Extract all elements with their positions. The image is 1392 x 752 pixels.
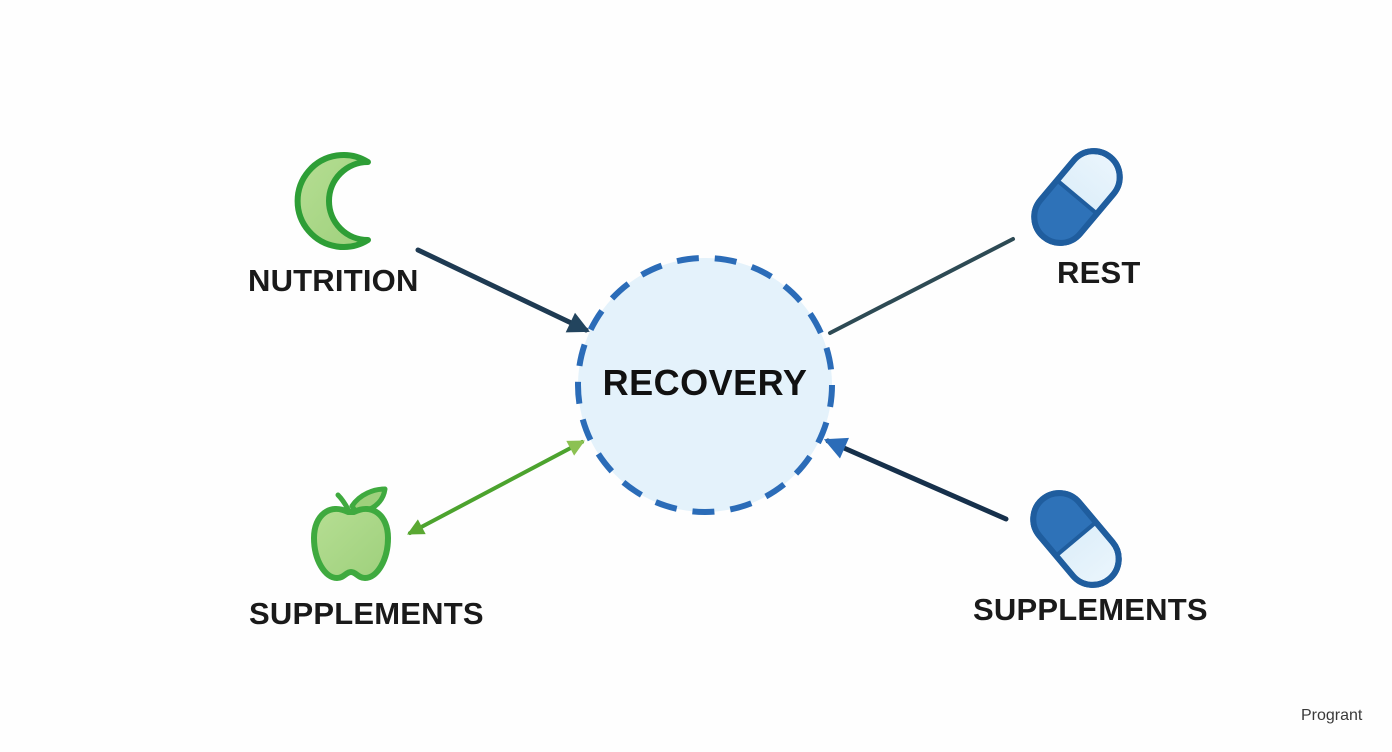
recovery-label: RECOVERY xyxy=(602,362,808,403)
pill-capsule-icon-supplements xyxy=(1030,490,1122,588)
node-label-rest: REST xyxy=(1057,255,1141,290)
node-label-nutrition: NUTRITION xyxy=(248,263,419,298)
connector-supplements-right-to-recovery xyxy=(823,437,1009,522)
connector-nutrition-to-recovery xyxy=(415,247,590,333)
recovery-circle xyxy=(575,255,835,515)
crescent-moon-icon xyxy=(294,152,371,250)
node-label-supplements-right: SUPPLEMENTS xyxy=(973,592,1208,627)
connector-rest-to-recovery xyxy=(828,237,1015,335)
pill-capsule-icon-rest xyxy=(1031,148,1123,246)
watermark-text: Progrant xyxy=(1301,707,1363,724)
node-label-supplements-left: SUPPLEMENTS xyxy=(249,596,484,631)
apple-icon xyxy=(311,486,391,581)
connector-recovery-to-supplements-left xyxy=(407,440,585,535)
